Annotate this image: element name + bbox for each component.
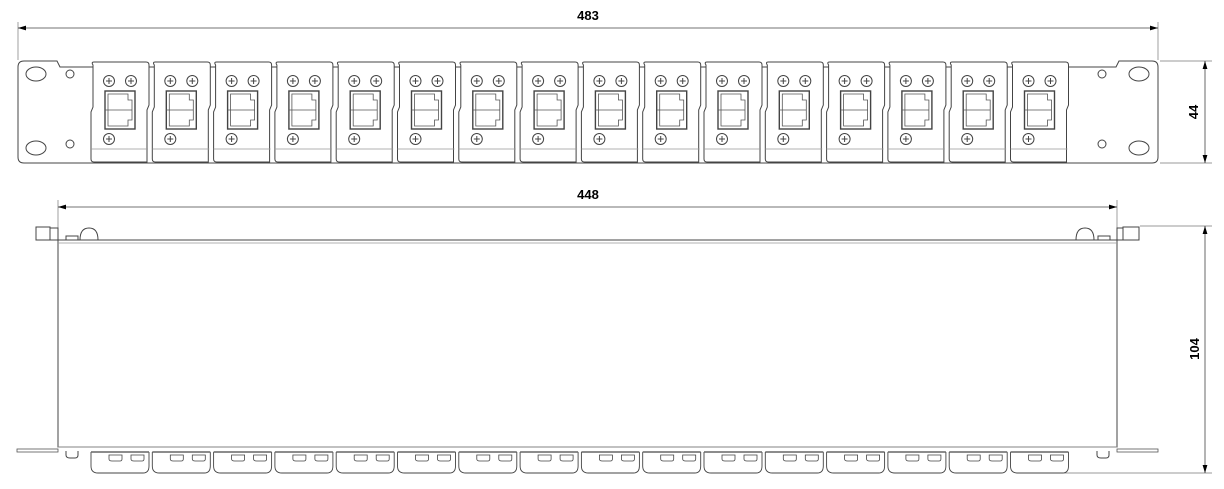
dimension-label-483: 483	[577, 8, 599, 23]
keystone-module	[703, 61, 763, 163]
screw-hole	[65, 69, 75, 79]
keystone-module	[764, 61, 824, 163]
module-rear	[274, 451, 334, 474]
keystone-module	[1010, 61, 1069, 163]
module-rear	[764, 451, 824, 474]
module-rear	[458, 451, 518, 474]
rj45-port	[962, 90, 994, 130]
module-rear	[703, 451, 763, 474]
rj45-port	[165, 90, 198, 130]
module-rear	[580, 451, 640, 474]
dimension-483: 483	[17, 8, 1159, 60]
module-rear	[90, 451, 150, 474]
dimension-448: 448	[57, 187, 1118, 240]
screw-hole	[1097, 69, 1107, 79]
screw-hole	[65, 139, 75, 149]
module-rear	[519, 451, 579, 474]
keystone-module	[151, 61, 211, 163]
dimension-44: 44	[1160, 60, 1212, 164]
keystone-module	[90, 61, 150, 163]
rj45-port	[901, 90, 933, 130]
rj45-port	[104, 90, 136, 130]
module-rear	[642, 451, 702, 474]
rack-ear	[35, 226, 51, 241]
rack-flange	[1116, 448, 1159, 453]
rj45-port	[288, 90, 320, 130]
module-rear	[1010, 451, 1069, 474]
rj45-port	[226, 90, 259, 130]
keystone-module	[519, 61, 579, 163]
module-rear	[887, 451, 947, 474]
keystone-module	[397, 61, 456, 163]
keystone-module	[887, 61, 947, 163]
mounting-slot	[1128, 66, 1150, 82]
module-rear	[151, 451, 211, 474]
rj45-port	[839, 90, 872, 130]
dimension-104: 104	[1060, 225, 1212, 474]
screw-hole	[1097, 139, 1107, 149]
module-rear	[397, 451, 456, 474]
rj45-port	[1023, 90, 1056, 130]
keystone-module	[948, 61, 1008, 163]
top-view-body	[16, 226, 1159, 474]
mounting-slot	[25, 66, 47, 82]
dimension-label-44: 44	[1186, 104, 1201, 119]
rj45-port	[349, 90, 381, 130]
module-rear	[213, 451, 273, 474]
rj45-port	[656, 90, 688, 130]
dimension-label-448: 448	[577, 187, 599, 202]
mounting-slot	[25, 140, 47, 156]
dimension-label-104: 104	[1187, 337, 1202, 359]
keystone-module	[274, 61, 334, 163]
rj45-port	[717, 90, 749, 130]
keystone-module	[335, 61, 395, 163]
front-view-panel	[17, 60, 1159, 164]
rack-flange	[16, 448, 59, 453]
mounting-slot	[1128, 140, 1150, 156]
rj45-port	[533, 90, 565, 130]
module-rear	[948, 451, 1008, 474]
rj45-port	[778, 90, 810, 130]
rj45-port	[472, 90, 504, 130]
keystone-module	[580, 61, 640, 163]
keystone-module	[213, 61, 273, 163]
rack-ear	[1116, 227, 1124, 241]
module-rear	[826, 451, 886, 474]
captive-screw	[1075, 227, 1095, 241]
rj45-port	[410, 90, 443, 130]
keystone-module	[642, 61, 702, 163]
rj45-port	[594, 90, 627, 130]
keystone-module	[458, 61, 518, 163]
keystone-module	[826, 61, 886, 163]
module-rear	[335, 451, 395, 474]
captive-screw	[79, 227, 99, 241]
